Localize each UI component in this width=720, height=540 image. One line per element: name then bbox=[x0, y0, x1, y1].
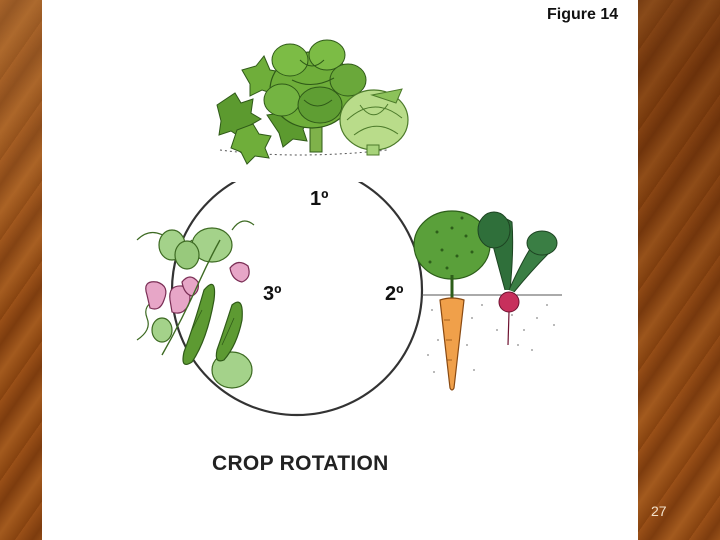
figure-label: Figure 14 bbox=[547, 6, 619, 23]
slide-content: Figure 14 bbox=[42, 0, 638, 540]
legumes-illustration bbox=[136, 220, 255, 389]
slide-page-number: 27 bbox=[651, 503, 667, 519]
root-vegetables-illustration bbox=[413, 210, 562, 391]
stage-1-label: 1º bbox=[310, 188, 329, 210]
crop-rotation-diagram bbox=[136, 39, 562, 417]
leafy-greens-illustration bbox=[216, 39, 409, 165]
diagram-caption: CROP ROTATION bbox=[212, 452, 389, 475]
stage-3-label: 3º bbox=[263, 283, 282, 305]
stage-2-label: 2º bbox=[385, 283, 404, 305]
